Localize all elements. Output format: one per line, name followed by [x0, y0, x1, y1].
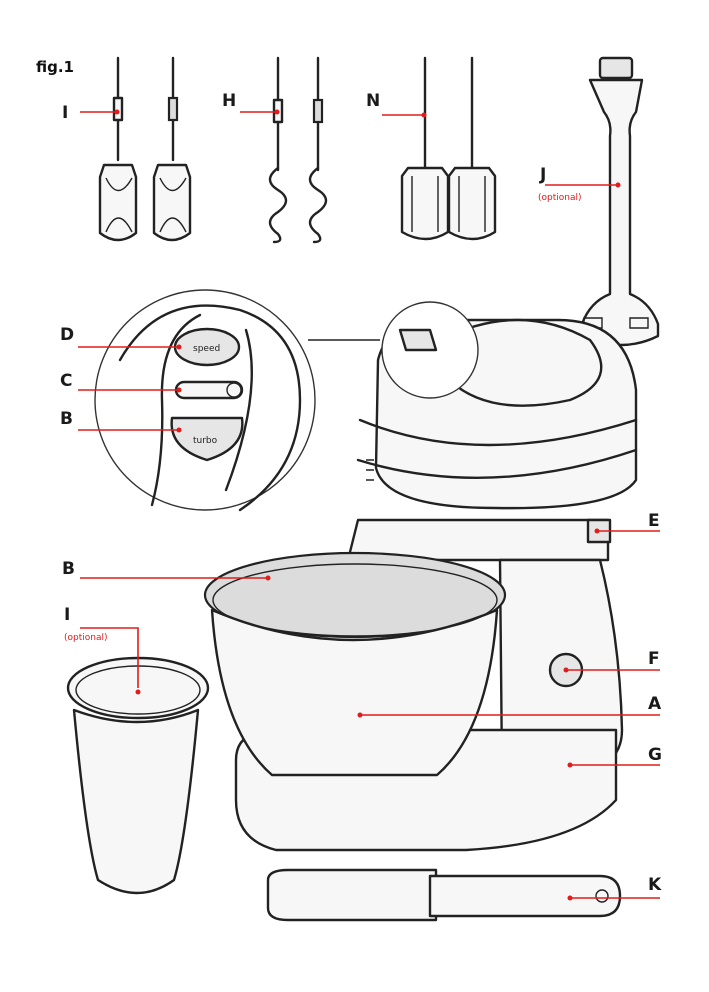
label-j: J [539, 165, 546, 185]
label-e: E [648, 511, 660, 531]
label-a: A [648, 694, 662, 714]
mixer-head [356, 301, 638, 510]
label-c: C [60, 371, 72, 391]
mixing-bowl [203, 551, 507, 777]
beater-pair-i [98, 56, 192, 242]
control-panel-zoom [94, 289, 316, 512]
whisk-pair-n [400, 56, 497, 241]
mixer-stand [234, 518, 624, 852]
spatula-k [266, 868, 622, 922]
panel-turbo-button-text: turbo [193, 436, 218, 446]
label-k: K [648, 875, 662, 895]
label-i-cup: I [64, 605, 70, 625]
label-h: H [222, 91, 236, 111]
label-n: N [366, 91, 380, 111]
label-i-cup-note: (optional) [64, 633, 108, 643]
panel-speed-button-text: speed [193, 344, 220, 354]
label-d: D [60, 325, 74, 345]
dough-hook-pair-h [268, 56, 328, 244]
label-b-panel: B [60, 409, 73, 429]
label-f: F [648, 649, 660, 669]
label-b-bowl: B [62, 559, 75, 579]
label-j-note: (optional) [538, 193, 582, 203]
blender-stick-j [580, 56, 660, 347]
figure-label: fig.1 [36, 58, 74, 76]
label-g: G [648, 745, 662, 765]
label-i-top: I [62, 103, 68, 123]
leader-i-cup [80, 627, 139, 688]
